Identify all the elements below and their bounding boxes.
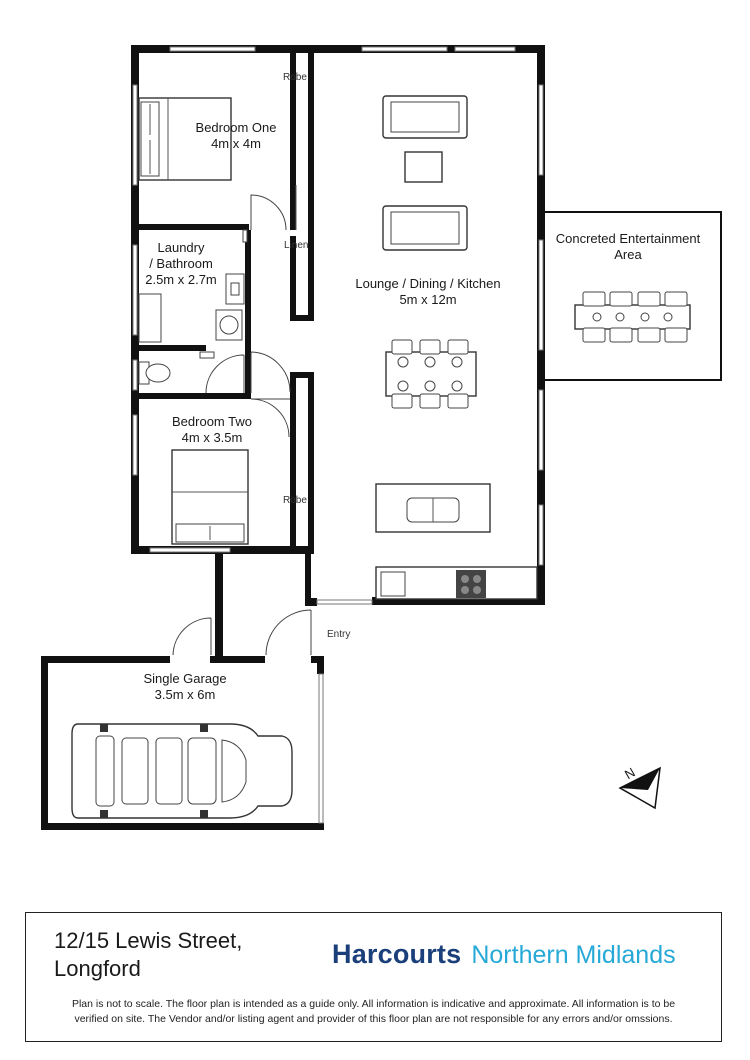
- toilet-icon: [138, 351, 215, 385]
- brand-name: Harcourts: [332, 939, 462, 969]
- kitchen-island-icon: [375, 483, 491, 533]
- bedroom-two-name: Bedroom Two: [172, 414, 252, 429]
- outdoor-table-icon: [574, 291, 691, 343]
- laundry-size: 2.5m x 2.7m: [145, 272, 217, 287]
- door-swings: [172, 194, 312, 657]
- robe-top-label: Robe: [283, 72, 307, 83]
- bed-one-icon: [138, 97, 232, 181]
- linen-label: Linen: [284, 240, 308, 251]
- entertainment-name-line1: Concreted Entertainment: [556, 231, 701, 246]
- robe-bottom-label: Robe: [283, 495, 307, 506]
- car-icon: [71, 723, 293, 819]
- garage-size: 3.5m x 6m: [155, 687, 216, 702]
- agency-logo: Harcourts Northern Midlands: [332, 939, 676, 970]
- footer-panel: 12/15 Lewis Street, Longford Harcourts No…: [25, 912, 722, 1042]
- windows: [132, 46, 544, 605]
- disclaimer: Plan is not to scale. The floor plan is …: [36, 997, 711, 1027]
- bedroom-one-name: Bedroom One: [196, 120, 277, 135]
- garage-name: Single Garage: [143, 671, 226, 686]
- disclaimer-line1: Plan is not to scale. The floor plan is …: [71, 998, 676, 1010]
- interior-walls: [131, 53, 314, 554]
- laundry-name-line2: / Bathroom: [149, 256, 213, 271]
- entertainment-name-line2: Area: [614, 247, 642, 262]
- sofa-bottom-icon: [382, 205, 468, 251]
- disclaimer-line2: verified on site. The Vendor and/or list…: [74, 1013, 673, 1025]
- bed-two-icon: [171, 449, 249, 545]
- floor-plan: N Bedroom One 4m x 4m Laundry / Bathroom…: [41, 45, 722, 830]
- living-name: Lounge / Dining / Kitchen: [355, 276, 500, 291]
- sofa-top-icon: [382, 95, 468, 139]
- kitchen-bench-icon: [375, 566, 538, 600]
- laundry-name-line1: Laundry: [158, 240, 205, 255]
- address-line1: 12/15 Lewis Street,: [54, 928, 243, 953]
- bedroom-one-size: 4m x 4m: [211, 136, 261, 151]
- entertainment-area-outline: [537, 211, 722, 381]
- compass-north-arrow-icon: N: [618, 765, 661, 810]
- entry-label: Entry: [327, 629, 350, 640]
- coffee-table-icon: [404, 151, 443, 183]
- address-line2: Longford: [54, 956, 141, 981]
- bedroom-two-size: 4m x 3.5m: [182, 430, 243, 445]
- property-address: 12/15 Lewis Street, Longford: [54, 927, 242, 983]
- brand-region: Northern Midlands: [471, 941, 676, 969]
- dining-table-icon: [385, 339, 477, 409]
- laundry-fixtures-icon: [138, 229, 248, 343]
- garage-walls: [41, 554, 324, 830]
- living-size: 5m x 12m: [399, 292, 456, 307]
